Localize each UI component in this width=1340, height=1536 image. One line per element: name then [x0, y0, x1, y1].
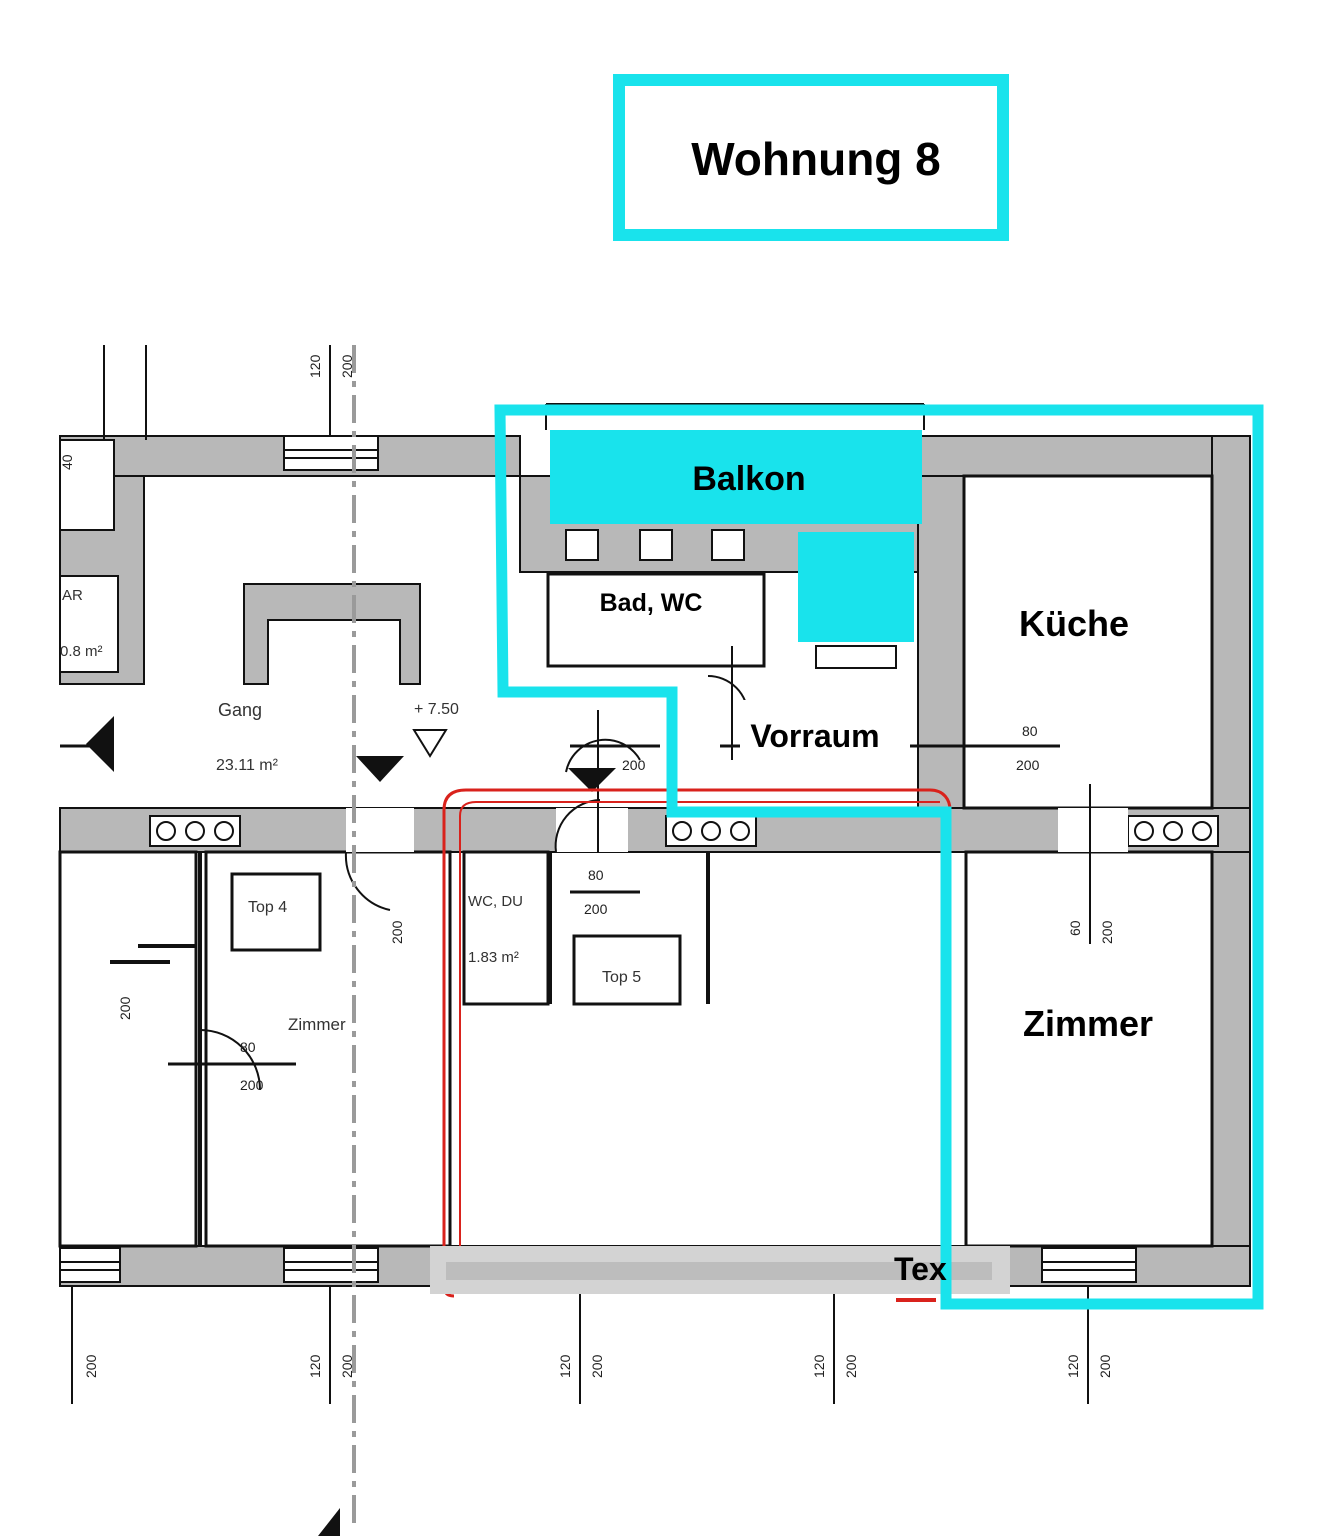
dim-200-zimmer: 200 [240, 1077, 264, 1093]
dim-200-top: 200 [339, 354, 355, 378]
room-label-kueche: Küche [1019, 603, 1129, 644]
dimension-lines [60, 744, 1060, 1066]
plan-label-wc-area: 1.83 m² [468, 949, 519, 966]
dim-200-wc: 200 [584, 901, 608, 917]
balcony-area [550, 430, 922, 524]
room-label-balkon: Balkon [692, 460, 805, 498]
plan-label-gang-area: 23.11 m² [216, 757, 279, 774]
plan-label-ar: AR [62, 587, 83, 604]
plan-label-top5: Top 5 [602, 969, 641, 986]
plan-label-gang: Gang [218, 700, 262, 720]
plan-label-zimmer-left: Zimmer [288, 1015, 346, 1034]
plan-label-top4: Top 4 [248, 899, 287, 916]
dim-120-b4: 120 [1065, 1354, 1081, 1378]
room-label-vorraum: Vorraum [750, 718, 879, 754]
dim-120-top: 120 [307, 354, 323, 378]
dim-80-wc: 80 [588, 867, 604, 883]
socket-icon [149, 815, 1219, 847]
vorraum-box [740, 700, 910, 784]
level-marker-icon [356, 729, 616, 792]
left-small-rooms [59, 345, 147, 673]
apartment-outline [494, 404, 1264, 1310]
dim-200-b1: 200 [339, 1354, 355, 1378]
plan-label-level: + 7.50 [414, 701, 459, 718]
plan-label-ar-area: 0.8 m² [60, 643, 103, 660]
page-title: Wohnung 8 [691, 133, 941, 185]
dim-120-b3: 120 [811, 1354, 827, 1378]
section-arrow-icon [86, 716, 114, 772]
dim-200-b2: 200 [589, 1354, 605, 1378]
dim-200-b0: 200 [83, 1354, 99, 1378]
dim-200-b4: 200 [1097, 1354, 1113, 1378]
dim-200-zimmer-v: 200 [1099, 920, 1115, 944]
dim-40-left: 40 [59, 454, 75, 470]
dim-200-kueche: 200 [1016, 757, 1040, 773]
dim-120-b2: 120 [557, 1354, 573, 1378]
section-arrow-icon-bottom [318, 1508, 340, 1536]
room-label-bad-wc: Bad, WC [600, 589, 703, 617]
title-frame [613, 74, 1009, 241]
dim-60-zimmer: 60 [1067, 920, 1083, 936]
dim-80-kueche: 80 [1022, 723, 1038, 739]
plan-label-wc-du: WC, DU [468, 893, 523, 910]
dim-120-b1: 120 [307, 1354, 323, 1378]
rotated-dimensions: 120 200 120 200 120 200 120 200 120 200 … [59, 354, 1115, 1378]
red-unit-outline-inner [459, 801, 940, 1290]
room-label-zimmer: Zimmer [1023, 1003, 1153, 1044]
dim-200-left-v: 200 [117, 996, 133, 1020]
dim-200-vorraum: 200 [622, 757, 646, 773]
text-bar-inner [446, 1262, 992, 1280]
gang-stairs-outline [243, 583, 421, 685]
storage-highlight [798, 532, 914, 642]
window-icon [59, 435, 1137, 1283]
dim-200-b3: 200 [843, 1354, 859, 1378]
text-bar-label: Tex [894, 1251, 947, 1287]
dim-200-gang-v: 200 [389, 920, 405, 944]
dim-80-zimmer: 80 [240, 1039, 256, 1055]
